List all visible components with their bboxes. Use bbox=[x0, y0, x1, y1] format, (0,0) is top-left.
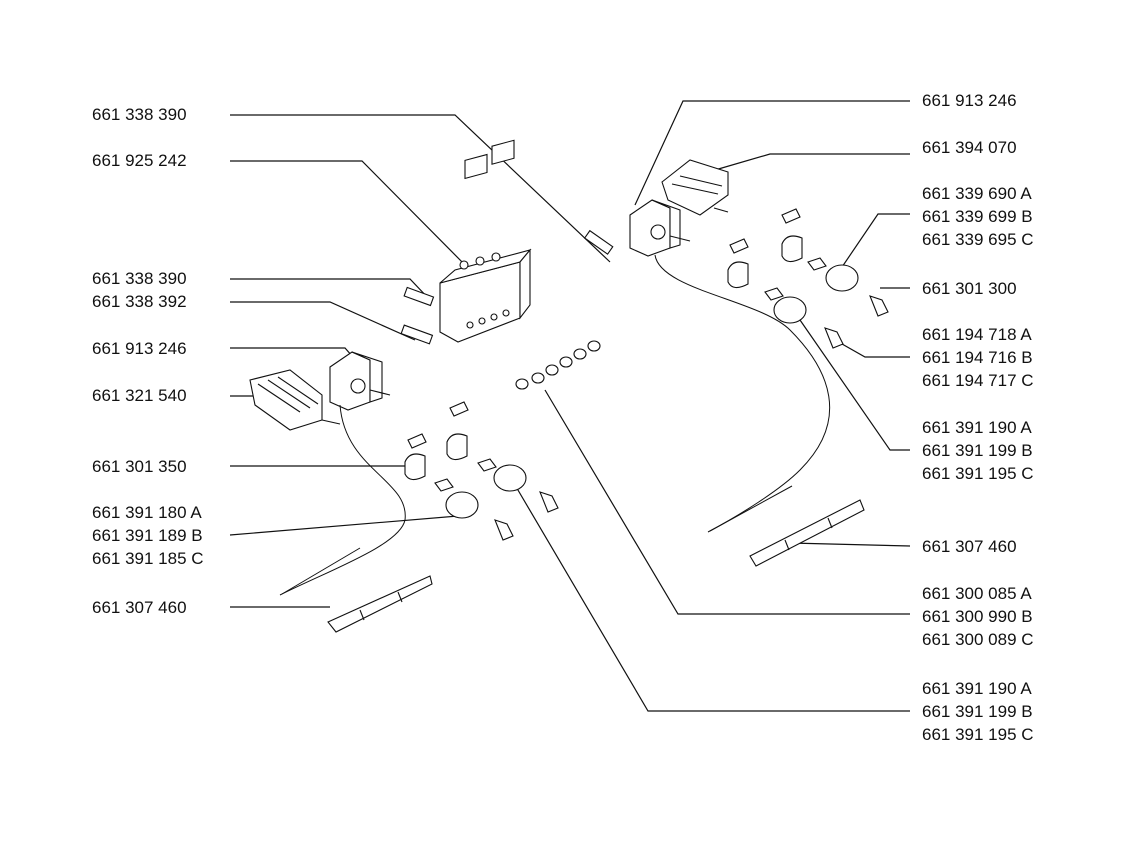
selector-switch-left bbox=[249, 369, 341, 431]
leader-probe-top bbox=[230, 114, 611, 263]
label-timer: 661 925 242 bbox=[92, 151, 187, 170]
thermostat-right bbox=[629, 199, 691, 257]
parts bbox=[249, 139, 889, 633]
label-bracket-left: 661 307 460 bbox=[92, 598, 187, 617]
label-probe-wire-b: 661 338 392 bbox=[92, 292, 187, 311]
indicator-lamps bbox=[515, 340, 601, 390]
leader-switch-right bbox=[714, 153, 910, 171]
probe-wire-top bbox=[583, 229, 614, 255]
knobs-right bbox=[773, 264, 889, 349]
probe-left bbox=[281, 547, 361, 595]
label-bracket-right: 661 307 460 bbox=[922, 537, 1017, 556]
capillary-left bbox=[279, 404, 406, 596]
knobs-left bbox=[445, 464, 559, 541]
leader-knob-right-mid bbox=[799, 319, 910, 451]
probe-wire-b bbox=[400, 324, 434, 345]
label-knob-holder-left: 661 301 350 bbox=[92, 457, 187, 476]
label-knob-center: 661 391 190 A 661 391 199 B 661 391 195 … bbox=[922, 679, 1034, 744]
capillary-right bbox=[654, 254, 831, 533]
leader-timer bbox=[230, 160, 471, 271]
probe-wire-a bbox=[403, 286, 435, 307]
leader-thermostat-right bbox=[634, 100, 910, 206]
probe-right bbox=[709, 485, 793, 532]
leader-probe-b bbox=[230, 301, 416, 341]
label-knob-right-mid: 661 391 190 A 661 391 199 B 661 391 195 … bbox=[922, 418, 1034, 483]
label-indicator-lamps: 661 300 085 A 661 300 990 B 661 300 089 … bbox=[922, 584, 1034, 649]
leader-knob-left bbox=[229, 514, 471, 536]
knob-holders-left bbox=[404, 401, 497, 492]
leader-lamps bbox=[544, 389, 910, 615]
leader-knob-cap-right bbox=[834, 339, 910, 358]
thermostat-left bbox=[329, 351, 391, 411]
label-selector-switch-left: 661 321 540 bbox=[92, 386, 187, 405]
label-knob-cap-right: 661 194 718 A 661 194 716 B 661 194 717 … bbox=[922, 325, 1034, 390]
knob-holders-right bbox=[727, 208, 827, 301]
leader-lines bbox=[229, 100, 911, 712]
selector-switch-right bbox=[661, 159, 729, 216]
leader-knob-center bbox=[514, 484, 910, 712]
label-thermostat-right: 661 913 246 bbox=[922, 91, 1017, 110]
leader-probe-a bbox=[230, 278, 431, 301]
leader-knob-right-top bbox=[839, 213, 910, 271]
label-probe-wire-top: 661 338 390 bbox=[92, 105, 187, 124]
label-probe-wire-a: 661 338 390 bbox=[92, 269, 187, 288]
label-thermostat-left: 661 913 246 bbox=[92, 339, 187, 358]
bracket-right bbox=[749, 499, 865, 567]
label-knob-right-top: 661 339 690 A 661 339 699 B 661 339 695 … bbox=[922, 184, 1034, 249]
bracket-left bbox=[327, 575, 433, 633]
label-screw-right: 661 301 300 bbox=[922, 279, 1017, 298]
label-selector-switch-right: 661 394 070 bbox=[922, 138, 1017, 157]
label-knob-left: 661 391 180 A 661 391 189 B 661 391 185 … bbox=[92, 503, 204, 568]
capillary-tubes bbox=[279, 254, 831, 596]
leader-bracket-right bbox=[789, 542, 911, 547]
timer-unit bbox=[439, 139, 532, 343]
